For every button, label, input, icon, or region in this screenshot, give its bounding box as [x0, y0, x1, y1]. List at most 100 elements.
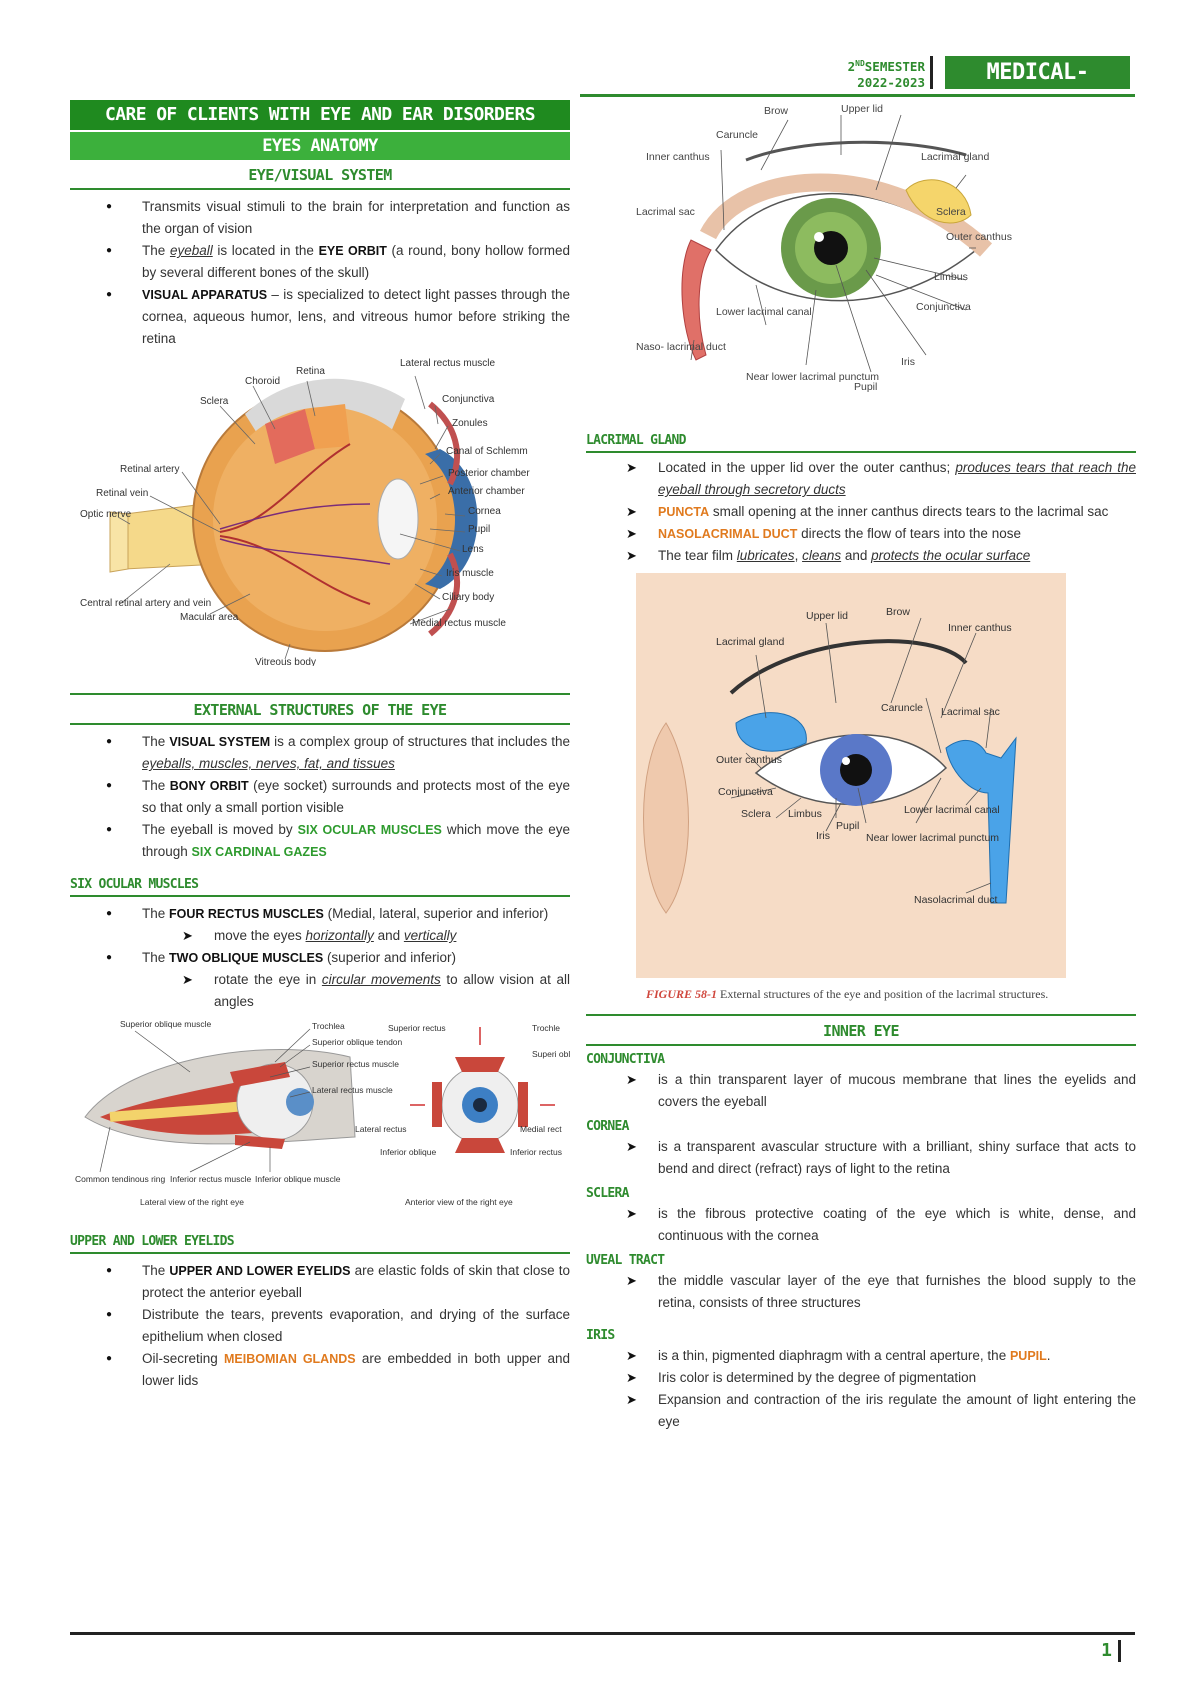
label-lacrimal-sac-2: Lacrimal sac	[941, 706, 1000, 718]
footer-rule	[70, 1632, 1135, 1635]
main-title-banner: CARE OF CLIENTS WITH EYE AND EAR DISORDE…	[70, 100, 570, 130]
uveal-list: the middle vascular layer of the eye tha…	[586, 1270, 1136, 1314]
list-item: rotate the eye in circular movements to …	[70, 969, 570, 1013]
iris-list: is a thin, pigmented diaphragm with a ce…	[586, 1345, 1136, 1433]
label-outer-canthus: Outer canthus	[946, 231, 1012, 243]
label-upper-lid: Upper lid	[841, 103, 883, 115]
label-lower-canal-2: Lower lacrimal canal	[904, 804, 1000, 816]
label-b-sup-rectus: Superior rectus	[388, 1023, 446, 1033]
label-iris: Iris	[901, 356, 915, 368]
visual-system-list: Transmits visual stimuli to the brain fo…	[70, 196, 570, 350]
label-vitreous: Vitreous body	[255, 657, 316, 666]
sclera-heading: SCLERA	[586, 1186, 629, 1201]
label-lateral-rectus: Lateral rectus muscle	[400, 358, 495, 369]
conjunctiva-list: is a thin transparent layer of mucous me…	[586, 1069, 1136, 1113]
list-item: is a thin, pigmented diaphragm with a ce…	[586, 1345, 1136, 1367]
label-macular: Macular area	[180, 612, 239, 623]
label-canal: Canal of Schlemm	[446, 446, 528, 457]
label-pupil: Pupil	[854, 381, 877, 393]
label-anterior-view: Anterior view of the right eye	[405, 1197, 513, 1207]
lacrimal-structures-illustration: Upper lid Brow Inner canthus Lacrimal gl…	[636, 573, 1066, 978]
label-zonules: Zonules	[452, 418, 488, 429]
eyelids-list: The UPPER AND LOWER EYELIDS are elastic …	[70, 1260, 570, 1392]
list-item: VISUAL APPARATUS – is specialized to det…	[70, 284, 570, 350]
list-item: The BONY ORBIT (eye socket) surrounds an…	[70, 775, 570, 819]
label-lens: Lens	[462, 544, 484, 555]
list-item: is the fibrous protective coating of the…	[586, 1203, 1136, 1247]
label-choroid: Choroid	[245, 376, 280, 387]
label-b-med-rectus: Medial rect	[520, 1124, 562, 1134]
label-brow-2: Brow	[886, 606, 910, 618]
oblique-sublist: rotate the eye in circular movements to …	[70, 969, 570, 1013]
label-lacrimal-sac: Lacrimal sac	[636, 206, 695, 218]
label-conjunctiva-2: Conjunctiva	[718, 786, 773, 798]
label-inf-rectus: Inferior rectus muscle	[170, 1174, 252, 1184]
conjunctiva-heading: CONJUNCTIVA	[586, 1052, 665, 1067]
label-sup-oblique-tendon: Superior oblique tendon	[312, 1037, 403, 1047]
list-item: The eyeball is moved by SIX OCULAR MUSCL…	[70, 819, 570, 863]
rectus-sublist: move the eyes horizontally and verticall…	[70, 925, 570, 947]
list-item: NASOLACRIMAL DUCT directs the flow of te…	[586, 523, 1136, 545]
list-item: Located in the upper lid over the outer …	[586, 457, 1136, 501]
label-conjunctiva: Conjunctiva	[442, 394, 495, 405]
label-conjunctiva: Conjunctiva	[916, 301, 971, 313]
label-b-inf-rectus: Inferior rectus	[510, 1147, 562, 1157]
cornea-list: is a transparent avascular structure wit…	[586, 1136, 1136, 1180]
label-inner-canthus-2: Inner canthus	[948, 622, 1012, 634]
left-column: CARE OF CLIENTS WITH EYE AND EAR DISORDE…	[70, 100, 582, 1392]
label-trochlea: Trochlea	[312, 1021, 345, 1031]
label-limbus: Limbus	[934, 271, 968, 283]
list-item: Oil-secreting MEIBOMIAN GLANDS are embed…	[70, 1348, 570, 1392]
lacrimal-list: Located in the upper lid over the outer …	[586, 457, 1136, 567]
label-pupil: Pupil	[468, 524, 490, 535]
label-near-lower-2: Near lower lacrimal punctum	[866, 832, 999, 844]
section-title-inner-eye: INNER EYE	[586, 1014, 1136, 1046]
list-item: The FOUR RECTUS MUSCLES (Medial, lateral…	[70, 903, 570, 925]
label-sup-oblique: Superior oblique muscle	[120, 1019, 211, 1029]
list-item: is a transparent avascular structure wit…	[586, 1136, 1136, 1180]
section-title-lacrimal: LACRIMAL GLAND	[586, 429, 1136, 453]
label-common-ring: Common tendinous ring	[75, 1174, 166, 1184]
label-lacrimal-gland: Lacrimal gland	[921, 151, 989, 163]
list-item: the middle vascular layer of the eye tha…	[586, 1270, 1136, 1314]
header-rule	[580, 94, 1135, 97]
label-retinal-vein: Retinal vein	[96, 488, 148, 499]
label-central: Central retinal artery and vein	[80, 598, 211, 609]
list-item: The eyeball is located in the EYE ORBIT …	[70, 240, 570, 284]
list-item: The UPPER AND LOWER EYELIDS are elastic …	[70, 1260, 570, 1304]
list-item: Iris color is determined by the degree o…	[586, 1367, 1136, 1389]
subtitle-banner: EYES ANATOMY	[70, 132, 570, 160]
label-iris-muscle: Iris muscle	[446, 568, 494, 579]
label-outer-canthus-2: Outer canthus	[716, 754, 782, 766]
label-limbus-2: Limbus	[788, 808, 822, 820]
oblique-list: The TWO OBLIQUE MUSCLES (superior and in…	[70, 947, 570, 969]
external-eye-illustration: Brow Upper lid Caruncle Inner canthus La…	[636, 103, 1012, 393]
label-inf-oblique: Inferior oblique muscle	[255, 1174, 341, 1184]
label-upper-lid-2: Upper lid	[806, 610, 848, 622]
label-cornea: Cornea	[468, 506, 501, 517]
eye-cross-section-figure: Retina Choroid Lateral rectus muscle Scl…	[70, 354, 570, 671]
label-near-lower: Near lower lacrimal punctum	[746, 371, 879, 383]
ocular-muscles-illustration: Superior oblique muscle Trochlea Superio…	[75, 1019, 582, 1207]
list-item: move the eyes horizontally and verticall…	[70, 925, 570, 947]
label-iris-2: Iris	[816, 830, 830, 842]
list-item: is a thin transparent layer of mucous me…	[586, 1069, 1136, 1113]
footer-divider	[1118, 1640, 1121, 1662]
sclera-list: is the fibrous protective coating of the…	[586, 1203, 1136, 1247]
ocular-muscles-figure: Superior oblique muscle Trochlea Superio…	[70, 1017, 582, 1222]
list-item: Expansion and contraction of the iris re…	[586, 1389, 1136, 1433]
inner-eye-content: CONJUNCTIVA is a thin transparent layer …	[586, 1046, 1136, 1433]
label-lateral-view: Lateral view of the right eye	[140, 1197, 244, 1207]
label-optic: Optic nerve	[80, 509, 132, 520]
section-title-visual-system: EYE/VISUAL SYSTEM	[70, 160, 570, 190]
section-title-ocular-muscles: SIX OCULAR MUSCLES	[70, 873, 570, 897]
figure-caption: FIGURE 58-1 External structures of the e…	[646, 987, 1049, 1001]
label-lacrimal-gland-2: Lacrimal gland	[716, 636, 784, 648]
semester-label: 2NDSEMESTER 2022-2023	[847, 59, 925, 91]
label-caruncle: Caruncle	[716, 129, 758, 141]
label-lower-canal: Lower lacrimal canal	[716, 306, 812, 318]
label-inner-canthus: Inner canthus	[646, 151, 710, 163]
lacrimal-structures-figure: Upper lid Brow Inner canthus Lacrimal gl…	[636, 573, 1136, 983]
label-brow: Brow	[764, 105, 788, 117]
label-anterior: Anterior chamber	[448, 486, 525, 497]
